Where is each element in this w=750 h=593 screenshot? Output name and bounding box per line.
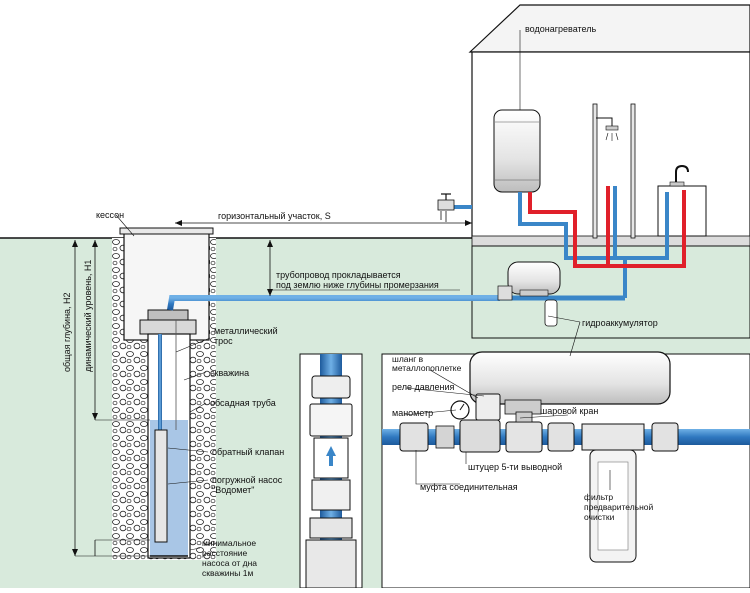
well-leaders — [167, 337, 211, 551]
label-min-dist-4: скважины 1м — [202, 568, 253, 578]
label-pump-1: погружной насос — [212, 475, 283, 485]
label-horizontal-section: горизонтальный участок, S — [218, 211, 331, 221]
depth-dimensions — [72, 240, 150, 557]
label-pipeline-1: трубопровод прокладывается — [276, 270, 401, 280]
label-hose-2: металлопоплетке — [392, 363, 462, 373]
frost-depth-dimension — [267, 240, 460, 296]
submersible-pump — [154, 429, 168, 543]
label-metal-cable-1: металлический — [214, 326, 278, 336]
label-min-dist-1: минимальное — [202, 538, 256, 548]
house — [468, 4, 750, 339]
label-well: скважина — [210, 368, 249, 378]
label-min-dist-3: насоса от дна — [202, 558, 257, 568]
well-detail — [299, 353, 363, 589]
label-dynamic-level: динамический уровень, Н1 — [83, 260, 93, 372]
accumulator-tank — [469, 351, 671, 405]
label-filter-2: предварительной — [584, 502, 654, 512]
wellhead — [139, 309, 197, 335]
pressure-switch — [475, 393, 501, 421]
coupling-fitting — [399, 422, 429, 452]
label-min-dist-2: расстояние — [202, 548, 248, 558]
label-filter-3: очистки — [584, 512, 615, 522]
label-water-heater: водонагреватель — [525, 24, 596, 34]
horizontal-dimension — [175, 220, 472, 226]
detail-panel — [381, 351, 750, 589]
house-pipes — [437, 186, 686, 298]
riser-pipe — [158, 334, 162, 474]
label-fitting-5way: штуцер 5-ти выводной — [468, 462, 562, 472]
detail-leaders — [403, 369, 611, 490]
supply-pipe — [167, 295, 500, 311]
label-metal-cable-2: трос — [214, 336, 233, 346]
label-coupling: муфта соединительная — [420, 482, 518, 492]
label-manometer: манометр — [392, 408, 433, 418]
label-check-valve: обратный клапан — [212, 447, 284, 457]
label-filter-1: фильтр — [584, 492, 613, 502]
water-heater — [493, 109, 541, 193]
label-pump-2: "Водомет" — [212, 485, 254, 495]
top-leaders — [115, 30, 581, 357]
label-pipeline-2: под землю ниже глубины промерзания — [276, 280, 439, 290]
label-ball-valve: шаровой кран — [540, 406, 598, 416]
label-total-depth: общая глубина, Н2 — [62, 292, 72, 372]
five-way-fitting — [459, 419, 501, 453]
label-pressure-switch: реле давления — [392, 382, 455, 392]
shower — [592, 103, 636, 239]
ball-valve — [505, 421, 543, 453]
label-caisson: кессон — [96, 210, 124, 220]
accumulator-small — [497, 261, 561, 327]
label-hose-1: шланг в — [392, 354, 424, 364]
filter-head — [581, 423, 645, 451]
label-casing-pipe: обсадная труба — [210, 398, 276, 408]
label-accumulator: гидроаккумулятор — [582, 318, 658, 328]
